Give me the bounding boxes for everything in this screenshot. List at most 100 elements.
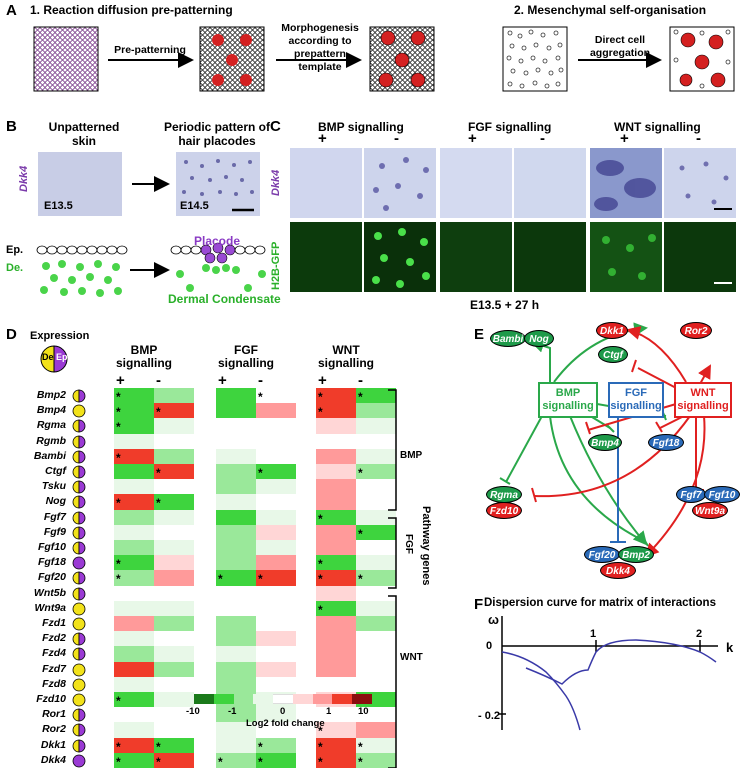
- heatmap-cell: [154, 540, 194, 556]
- gene-label-fgf7: Fgf7: [43, 510, 66, 523]
- heatmap-cell: [256, 555, 296, 571]
- heatmap-cell: [216, 676, 256, 693]
- bracket-fgf: FGF: [403, 534, 414, 554]
- significance-star: *: [218, 572, 223, 587]
- heatmap-cell: [256, 616, 296, 632]
- heatmap-cell: [154, 707, 194, 723]
- heatmap-cell: [356, 418, 396, 435]
- heatmap-cell: [216, 555, 256, 571]
- colorbar-segment: [273, 694, 293, 704]
- panel-label-d: D: [6, 326, 17, 343]
- node-fgf7: Fgf7: [676, 486, 706, 503]
- heatmap-cell: [216, 600, 256, 617]
- expression-icon: [72, 663, 86, 676]
- epithelium-label: Ep.: [6, 244, 24, 256]
- heatmap-cell: [114, 616, 154, 632]
- heatmap-cell: [114, 646, 154, 663]
- gene-label-wnt5b: Wnt5b: [33, 586, 66, 599]
- significance-star: *: [358, 526, 363, 541]
- heatmap-cell: [114, 692, 154, 708]
- gene-label-rgma: Rgma: [36, 419, 66, 432]
- heatmap-cell: [256, 585, 296, 602]
- heatmap-cell: [154, 646, 194, 663]
- heatmap-cell: [114, 524, 154, 541]
- heatmap-cell: [316, 707, 356, 723]
- expression-icon: [72, 678, 86, 692]
- heatmap-cell: [114, 722, 154, 739]
- heatmap-cell: [356, 661, 396, 678]
- gene-label-rgmb: Rgmb: [36, 434, 66, 447]
- heatmap-cell: [114, 388, 154, 404]
- heatmap-cell: [154, 616, 194, 632]
- significance-star: *: [156, 496, 161, 511]
- heatmap-cell: [216, 661, 256, 678]
- panel-e-network: [499, 322, 711, 558]
- heatmap-cell: [114, 448, 154, 465]
- heatmap-cell: [356, 600, 396, 617]
- heatmap-cell: [154, 692, 194, 708]
- significance-star: *: [258, 466, 263, 480]
- heatmap-cell: [316, 479, 356, 495]
- significance-star: *: [218, 754, 223, 769]
- significance-star: *: [318, 739, 323, 754]
- dermis-label: De.: [6, 262, 24, 274]
- heatmap-cell: [114, 661, 154, 678]
- significance-star: *: [258, 739, 263, 754]
- heatmap-cell: [356, 540, 396, 556]
- colorbar-segment: [312, 694, 333, 704]
- colorbar-tick-1: -10: [186, 706, 200, 717]
- significance-star: *: [116, 694, 121, 708]
- heatmap-cell: [316, 403, 356, 419]
- heatmap-cell: [316, 524, 356, 541]
- patterned-skin-image: [176, 152, 260, 216]
- colorbar-segment: [233, 694, 254, 704]
- gene-label-dkk1: Dkk1: [40, 738, 66, 751]
- expression-icon: [72, 693, 86, 707]
- gene-label-ror1: Ror1: [42, 708, 66, 721]
- bracket-side-label: Pathway genes: [420, 506, 432, 586]
- heatmap-cell: [216, 737, 256, 754]
- expression-icon: [72, 389, 86, 403]
- heatmap-cell: [356, 433, 396, 450]
- node-bmp2: Bmp2: [618, 546, 654, 563]
- heatmap-cell: [154, 661, 194, 678]
- heatmap-cell: [114, 479, 154, 495]
- heatmap-cell: [316, 433, 356, 450]
- colorbar-segment: [213, 694, 234, 704]
- heatmap-cell: [114, 600, 154, 617]
- tick-one: 1: [590, 628, 597, 640]
- stage-e135: E13.5: [44, 200, 73, 212]
- box-fgf-signalling: FGF signalling: [608, 382, 664, 418]
- dermal-condensate-label: Dermal Condensate: [168, 292, 281, 306]
- panel-d-wnt-plus: +: [318, 372, 327, 389]
- panel-label-b: B: [6, 118, 17, 135]
- panel-b-graphics: [36, 176, 266, 297]
- panel-label-a: A: [6, 2, 17, 19]
- heatmap-cell: [316, 540, 356, 556]
- significance-star: *: [156, 739, 161, 754]
- gene-label-fzd1: Fzd1: [42, 617, 66, 629]
- heatmap-cell: [216, 479, 256, 495]
- panel-c-wnt-title: WNT signalling: [614, 120, 701, 134]
- panel-d-fgf-title: FGF signalling: [217, 343, 274, 370]
- heatmap-cell: [216, 585, 256, 602]
- colorbar-segment: [194, 694, 214, 704]
- panel-c-bmp-plus: +: [318, 130, 327, 147]
- heatmap-cell: [114, 464, 154, 480]
- gene-label-bmp2: Bmp2: [36, 389, 66, 401]
- expression-icon: [72, 754, 86, 768]
- bracket-bmp: BMP: [400, 450, 423, 461]
- expression-icon: [72, 541, 86, 555]
- expression-icon: [72, 450, 86, 464]
- significance-star: *: [116, 405, 121, 420]
- heatmap-cell: [256, 524, 296, 541]
- heatmap-cell: [216, 433, 256, 450]
- heatmap-cell: [154, 464, 194, 480]
- panel-c-row2-label: H2B-GFP: [270, 241, 282, 290]
- significance-star: *: [318, 724, 323, 739]
- significance-star: *: [156, 754, 161, 769]
- heatmap-cell: [356, 631, 396, 647]
- panel-d-wnt-minus: -: [358, 372, 363, 389]
- panel-f-k: k: [726, 640, 734, 655]
- panel-c-row1-label: Dkk4: [270, 169, 282, 196]
